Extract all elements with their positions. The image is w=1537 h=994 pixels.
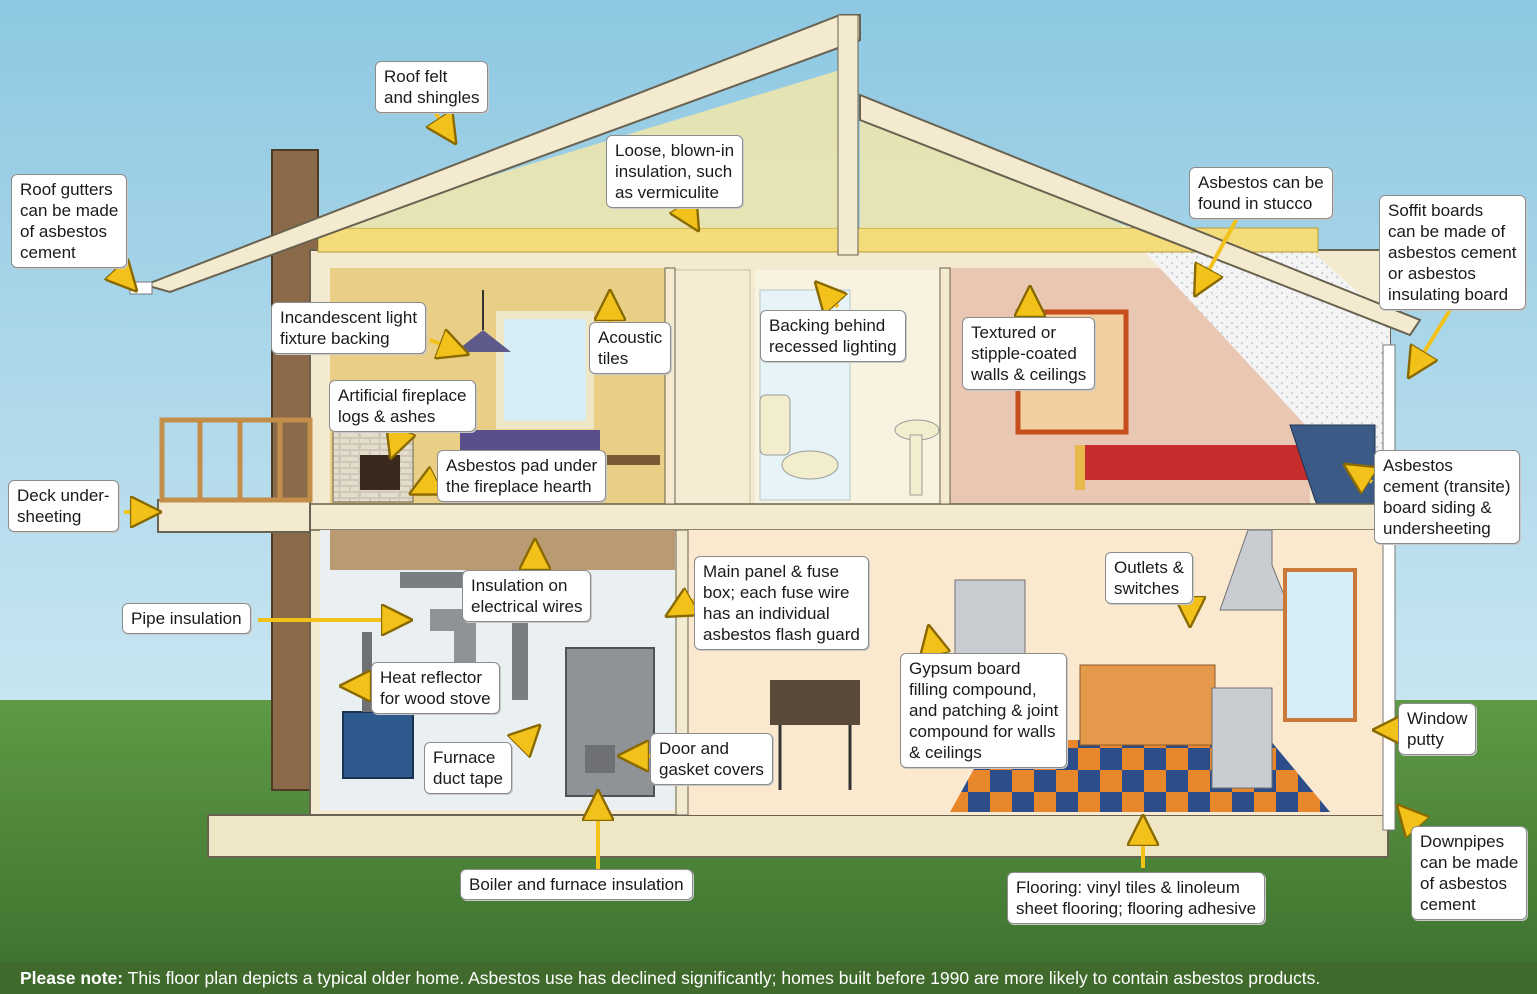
soffit-callout: Soffit boards can be made of asbestos ce… [1379, 195, 1526, 310]
main-panel-callout: Main panel & fuse box; each fuse wire ha… [694, 556, 869, 650]
loose-insulation-callout: Loose, blown-in insulation, such as verm… [606, 135, 744, 208]
stucco-callout: Asbestos can be found in stucco [1189, 167, 1333, 219]
leader-arrows [110, 112, 1452, 870]
arrow-roof-felt [435, 112, 452, 138]
downpipes-callout: Downpipes can be made of asbestos cement [1411, 826, 1528, 920]
note-bar [0, 962, 1537, 994]
door-gasket-callout: Door and gasket covers [650, 733, 773, 785]
roof-gutter [129, 281, 153, 295]
arrow-panel [672, 600, 695, 613]
boiler-callout: Boiler and furnace insulation [460, 869, 693, 900]
flooring-callout: Flooring: vinyl tiles & linoleum sheet f… [1007, 872, 1266, 924]
heat-reflector-callout: Heat reflector for wood stove [371, 662, 500, 714]
wire-insulation-callout: Insulation on electrical wires [462, 570, 592, 622]
hearth-pad-callout: Asbestos pad under the fireplace hearth [437, 450, 607, 502]
foundation-slab [207, 814, 1389, 858]
floor-band [309, 503, 1391, 531]
arrow-stucco [1198, 212, 1242, 290]
textured-callout: Textured or stipple-coated walls & ceili… [962, 317, 1096, 390]
fireplace-logs-callout: Artificial fireplace logs & ashes [329, 380, 476, 432]
roof-right [859, 93, 1422, 337]
window-putty-callout: Window putty [1398, 703, 1477, 755]
roof-gutters-callout: Roof gutters can be made of asbestos cem… [11, 174, 128, 268]
downpipe [1382, 344, 1396, 831]
arrow-siding [1350, 468, 1372, 482]
pipe-insulation-callout: Pipe insulation [122, 603, 251, 634]
arrow-gypsum [930, 632, 935, 655]
footnote-text: This floor plan depicts a typical older … [123, 968, 1321, 988]
recessed-callout: Backing behind recessed lighting [760, 310, 906, 362]
acoustic-callout: Acoustic tiles [589, 322, 672, 374]
outlets-callout: Outlets & switches [1105, 552, 1193, 604]
deck-callout: Deck under- sheeting [8, 480, 119, 532]
footnote: Please note: This floor plan depicts a t… [0, 962, 1537, 994]
arrow-duct [520, 730, 535, 745]
incandescent-callout: Incandescent light fixture backing [271, 302, 427, 354]
duct-tape-callout: Furnace duct tape [424, 742, 512, 794]
boiler [565, 647, 655, 797]
roof-felt-callout: Roof felt and shingles [375, 61, 489, 113]
siding-callout: Asbestos cement (transite) board siding … [1374, 450, 1520, 544]
arrow-incandescent [429, 340, 462, 352]
wood-stove [342, 711, 414, 779]
footnote-prefix: Please note: [20, 968, 124, 988]
roof-left [141, 14, 861, 294]
arrow-soffit [1412, 308, 1452, 372]
arrow-recessed [820, 287, 838, 307]
arrow-hearth [416, 480, 438, 491]
gypsum-callout: Gypsum board filling compound, and patch… [900, 653, 1068, 768]
deck [157, 499, 311, 533]
